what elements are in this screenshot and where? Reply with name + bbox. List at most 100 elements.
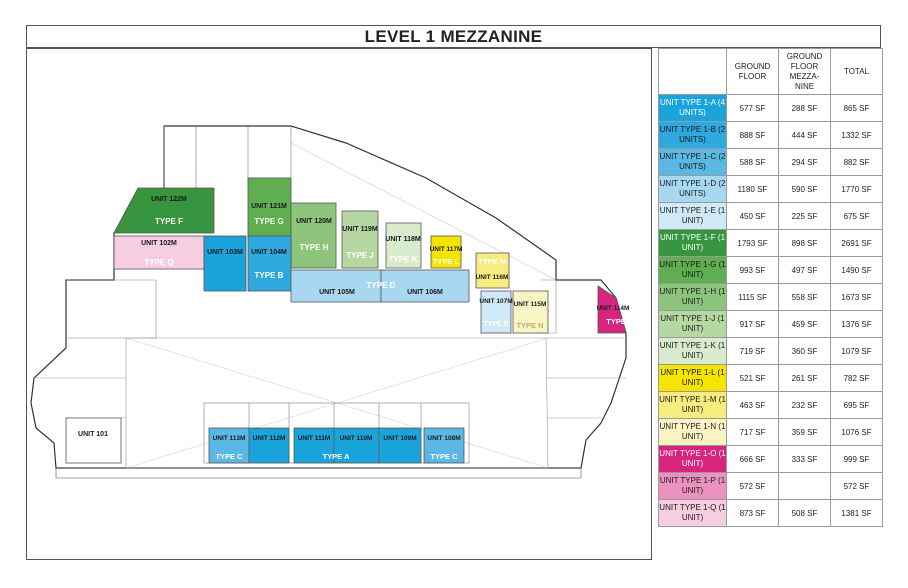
unit-shapes	[65, 177, 627, 464]
unit-109m-label: UNIT 109M	[383, 435, 416, 442]
mezzanine-area: 359 SF	[778, 418, 831, 446]
total-area: 1079 SF	[830, 337, 883, 365]
unit-120m-type: TYPE H	[300, 243, 329, 252]
ground-floor-area: 577 SF	[726, 94, 779, 122]
unit-122m-type: TYPE F	[155, 217, 183, 226]
total-area: 572 SF	[830, 472, 883, 500]
ground-floor-area: 993 SF	[726, 256, 779, 284]
unit-103m-label: UNIT 103M	[207, 249, 243, 256]
ground-floor-area: 917 SF	[726, 310, 779, 338]
unit-120m-shape	[290, 202, 337, 269]
unit-119m-label: UNIT 119M	[342, 226, 378, 233]
total-area: 1076 SF	[830, 418, 883, 446]
unit-122m-shape	[113, 187, 215, 234]
unit-106m-type: TYPE D	[367, 281, 396, 290]
unit-104m-label: UNIT 104M	[251, 249, 287, 256]
table-header-row: GROUND FLOOR GROUND FLOOR MEZZA- NINE TO…	[658, 48, 883, 95]
unit-105m-label: UNIT 105M	[319, 289, 355, 296]
unit-type-label: UNIT TYPE 1-G (1 UNIT)	[658, 256, 727, 284]
unit-109m-shape	[378, 427, 422, 464]
unit-113m-shape	[208, 427, 250, 464]
unit-101-label: UNIT 101	[78, 431, 108, 438]
total-area: 1381 SF	[830, 499, 883, 527]
unit-110m-label: UNIT 110M	[340, 435, 373, 442]
ground-floor-area: 666 SF	[726, 445, 779, 473]
ground-floor-area: 450 SF	[726, 202, 779, 230]
mezzanine-area: 898 SF	[778, 229, 831, 257]
unit-113m-label: UNIT 113M	[213, 435, 246, 442]
ground-floor-area: 873 SF	[726, 499, 779, 527]
unit-106m-label: UNIT 106M	[407, 289, 443, 296]
total-area: 1490 SF	[830, 256, 883, 284]
ground-floor-area: 463 SF	[726, 391, 779, 419]
unit-107m-shape	[480, 290, 512, 334]
mezzanine-area: 508 SF	[778, 499, 831, 527]
mezzanine-area: 288 SF	[778, 94, 831, 122]
total-area: 1673 SF	[830, 283, 883, 311]
unit-type-label: UNIT TYPE 1-P (1 UNIT)	[658, 472, 727, 500]
unit-118m-label: UNIT 118M	[385, 236, 421, 243]
mezzanine-area: 360 SF	[778, 337, 831, 365]
unit-110m-shape	[333, 427, 380, 464]
unit-115m-shape	[512, 290, 549, 334]
unit-112m-label: UNIT 112M	[253, 435, 286, 442]
unit-105m-shape	[290, 269, 382, 303]
unit-type-label: UNIT TYPE 1-C (2 UNITS)	[658, 148, 727, 176]
area-table: GROUND FLOOR GROUND FLOOR MEZZA- NINE TO…	[658, 48, 883, 527]
lower-row-grid	[203, 402, 470, 464]
unit-107m-type: TYPE E	[484, 321, 509, 328]
ground-floor-area: 888 SF	[726, 121, 779, 149]
header-total: TOTAL	[830, 48, 883, 95]
total-area: 865 SF	[830, 94, 883, 122]
mezzanine-area: 459 SF	[778, 310, 831, 338]
unit-101-shape	[65, 417, 122, 464]
unit-118m-type: TYPE K	[389, 255, 418, 264]
total-area: 1770 SF	[830, 175, 883, 203]
unit-115m-type: TYPE N	[516, 321, 543, 330]
ground-floor-area: 588 SF	[726, 148, 779, 176]
unit-116m-shape	[475, 252, 510, 289]
unit-103m-shape	[203, 235, 247, 292]
unit-112m-shape	[248, 427, 290, 464]
unit-type-label: UNIT TYPE 1-H (1 UNIT)	[658, 283, 727, 311]
unit-102m-label: UNIT 102M	[141, 240, 177, 247]
total-area: 675 SF	[830, 202, 883, 230]
unit-type-label: UNIT TYPE 1-L (1 UNIT)	[658, 364, 727, 392]
unit-106m-shape	[380, 269, 470, 303]
unit-115m-label: UNIT 115M	[514, 301, 547, 308]
unit-102m-shape	[113, 235, 205, 270]
mezzanine-area: 333 SF	[778, 445, 831, 473]
mezzanine-area: 261 SF	[778, 364, 831, 392]
header-ground-floor: GROUND FLOOR	[726, 48, 779, 95]
unit-104m-type: TYPE B	[255, 271, 284, 280]
ground-floor-area: 1793 SF	[726, 229, 779, 257]
svg-text:UNIT 122M: UNIT 122M	[151, 196, 187, 203]
unit-116m-label: UNIT 116M	[476, 274, 509, 281]
unit-108m-shape	[423, 427, 465, 464]
mezzanine-area: 294 SF	[778, 148, 831, 176]
unit-104m-shape	[247, 235, 292, 292]
unit-119m-shape	[341, 210, 379, 269]
ground-floor-area: 521 SF	[726, 364, 779, 392]
unit-type-label: UNIT TYPE 1-E (1 UNIT)	[658, 202, 727, 230]
unit-type-label: UNIT TYPE 1-Q (1 UNIT)	[658, 499, 727, 527]
unit-107m-label: UNIT 107M	[479, 298, 512, 305]
header-blank	[658, 48, 727, 95]
unit-114m-type: TYPE O	[606, 317, 634, 326]
total-area: 782 SF	[830, 364, 883, 392]
unit-121m-label: UNIT 121M	[251, 203, 287, 210]
page-title: LEVEL 1 MEZZANINE	[26, 25, 881, 48]
